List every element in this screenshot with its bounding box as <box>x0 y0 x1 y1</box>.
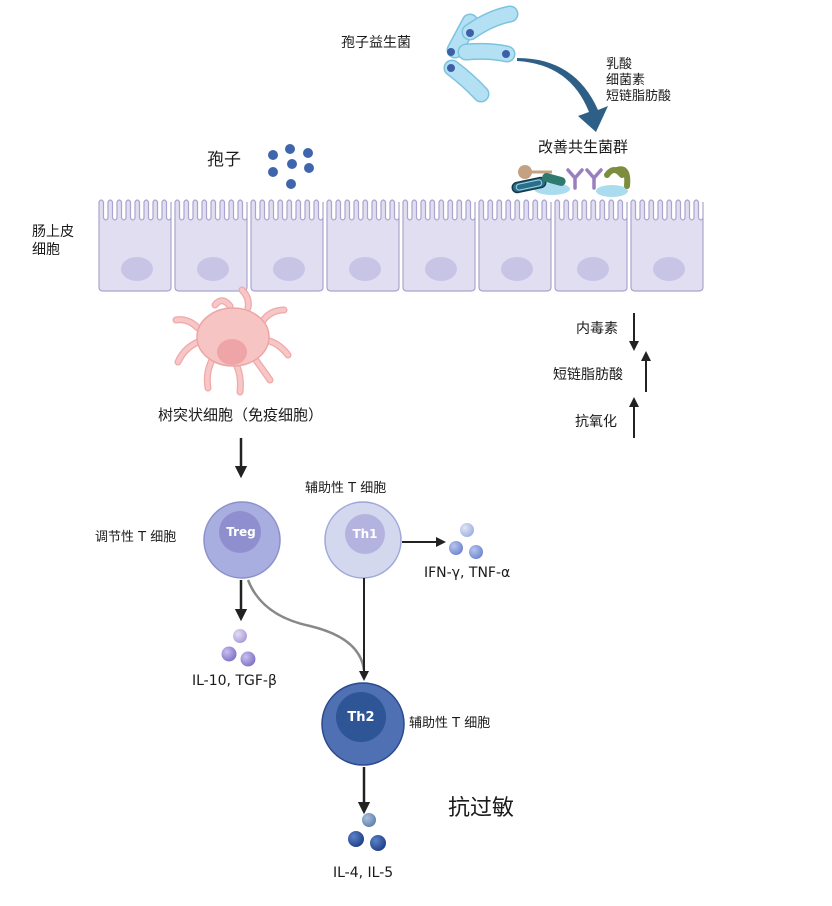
nucleus <box>577 257 609 281</box>
treg-cytokine-dots <box>221 629 256 667</box>
effect-antioxidant-label: 抗氧化 <box>575 414 617 430</box>
epithelial-cell <box>478 199 552 292</box>
product-item: 细菌素 <box>606 73 646 88</box>
nucleus <box>197 257 229 281</box>
microbe-rod <box>542 173 566 186</box>
epithelial-cell <box>174 199 248 292</box>
epithelial-cell <box>630 199 704 292</box>
bacterium-rod <box>457 42 516 63</box>
epithelial-cell <box>554 199 628 292</box>
nucleus <box>273 257 305 281</box>
product-item: 乳酸 <box>606 57 633 72</box>
microbe-tadpole <box>518 165 552 179</box>
spore-label: 孢子 <box>207 150 241 170</box>
nucleus <box>349 257 381 281</box>
nucleus <box>425 257 457 281</box>
th1-cell <box>324 501 402 579</box>
epithelium-label-line2: 细胞 <box>32 242 60 258</box>
effect-scfa-label: 短链脂肪酸 <box>553 367 623 383</box>
th2-cell <box>321 682 405 766</box>
microbiota-label: 改善共生菌群 <box>538 138 629 156</box>
bacterium-rod <box>443 59 490 103</box>
anti-allergy-label: 抗过敏 <box>448 796 515 821</box>
th1-cytokine-dots <box>449 523 483 559</box>
nucleus <box>653 257 685 281</box>
nucleus <box>121 257 153 281</box>
spore-icon <box>303 148 313 158</box>
epithelial-cell <box>402 199 476 292</box>
th1-label: 辅助性 T 细胞 <box>305 481 387 496</box>
epithelium-label-line1: 肠上皮 <box>32 224 74 240</box>
effect-endotoxin-label: 内毒素 <box>576 321 618 337</box>
th2-inner-label: Th2 <box>347 710 375 725</box>
spore-icon <box>287 159 297 169</box>
spore-icon <box>285 144 295 154</box>
commensal-microbiota-group <box>511 165 631 197</box>
spore-cluster <box>268 144 314 189</box>
spore-icon <box>286 179 296 189</box>
treg-inhibition-path <box>246 579 366 671</box>
bacterium-rod <box>461 5 519 41</box>
nucleus <box>217 339 247 365</box>
th2-cytokines-label: IL-4, IL-5 <box>333 865 394 881</box>
antibody-icon <box>566 168 603 190</box>
treg-inner-label: Treg <box>226 525 256 539</box>
th1-cytokines-label: IFN-γ, TNF-α <box>424 565 511 581</box>
treg-label: 调节性 T 细胞 <box>95 530 177 545</box>
spore-icon <box>268 167 278 177</box>
epithelial-cell <box>250 199 324 292</box>
epithelial-cell <box>326 199 400 292</box>
microbe-shape <box>596 185 628 197</box>
epithelium-layer <box>98 199 704 292</box>
probiotic-label: 孢子益生菌 <box>341 35 411 51</box>
epithelial-cell <box>98 199 172 292</box>
treg-cell <box>203 501 281 579</box>
probiotic-to-microbiota-arrow <box>517 58 608 132</box>
th1-inner-label: Th1 <box>352 527 378 541</box>
probiotic-products-list: 乳酸 细菌素 短链脂肪酸 <box>606 57 671 105</box>
probiotic-bacteria-group <box>443 5 519 103</box>
product-item: 短链脂肪酸 <box>606 89 672 104</box>
th2-cytokine-dots <box>348 813 386 851</box>
treg-cytokines-label: IL-10, TGF-β <box>192 673 277 689</box>
dendritic-cell-label: 树突状细胞（免疫细胞） <box>158 406 324 424</box>
microbe-curved <box>614 166 631 189</box>
nucleus <box>501 257 533 281</box>
spore-icon <box>268 150 278 160</box>
spore-icon <box>304 163 314 173</box>
th2-label: 辅助性 T 细胞 <box>409 716 491 731</box>
dendritic-cell <box>172 286 292 396</box>
